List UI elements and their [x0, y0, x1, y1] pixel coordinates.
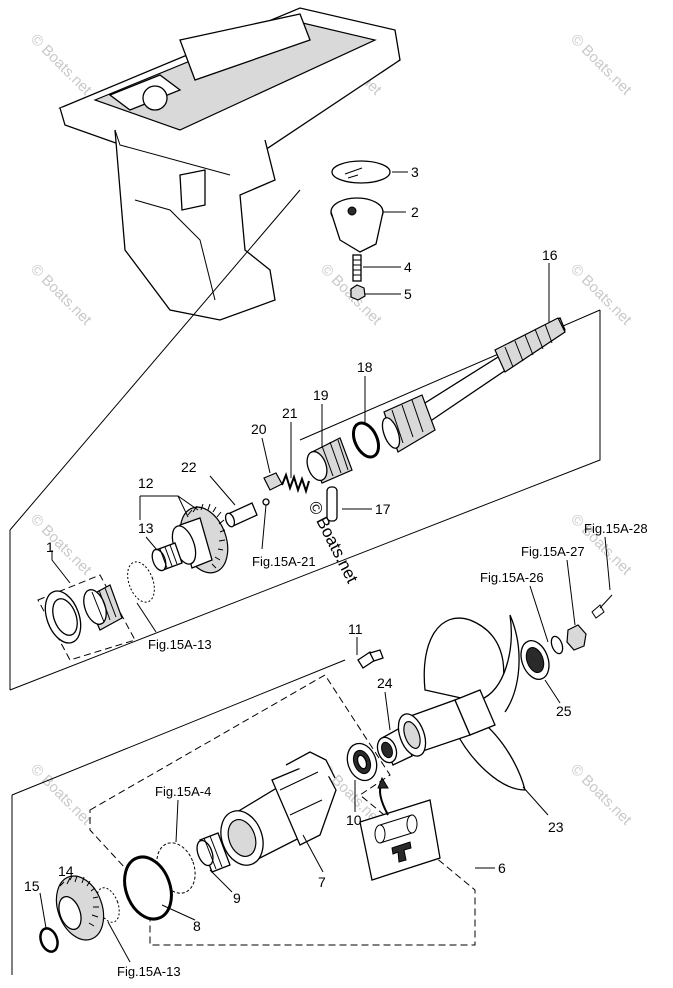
watermark: © Boats.net [27, 261, 95, 329]
figure-ref-label[interactable]: Fig.15A-28 [584, 521, 648, 536]
part-label[interactable]: 13 [138, 520, 154, 536]
part-13-needle-bearing [151, 542, 183, 572]
part-label[interactable]: 12 [138, 475, 154, 491]
shim-reference [156, 842, 196, 894]
assembly-outline [9, 189, 601, 691]
part-label[interactable]: 4 [404, 259, 412, 275]
part-2-anode [330, 197, 384, 253]
leader-lines [39, 171, 611, 963]
figure-ref-label[interactable]: Fig.15A-26 [480, 570, 544, 585]
figure-ref-label[interactable]: Fig.15A-13 [117, 964, 181, 979]
figure-ref-label[interactable]: Fig.15A-13 [148, 637, 212, 652]
part-1-group-box [37, 574, 136, 661]
part-5-nut [350, 284, 366, 301]
part-label[interactable]: 1 [46, 539, 54, 555]
part-label[interactable]: 19 [313, 387, 329, 403]
part-8-o-ring [123, 855, 173, 921]
part-20-pin [263, 472, 283, 491]
part-4-stud [352, 254, 362, 282]
part-label[interactable]: 18 [357, 359, 373, 375]
part-label[interactable]: 21 [282, 405, 298, 421]
part-label[interactable]: 15 [24, 878, 40, 894]
part-label[interactable]: 7 [318, 874, 326, 890]
part-label[interactable]: 8 [193, 918, 201, 934]
part-label[interactable]: 11 [348, 621, 363, 637]
washer-reference [550, 635, 564, 655]
watermark: © Boats.net [27, 31, 95, 99]
part-18-o-ring [351, 421, 381, 459]
part-14-reverse-gear [55, 875, 105, 941]
figure-ref-label[interactable]: Fig.15A-4 [155, 784, 211, 799]
part-label[interactable]: 14 [58, 863, 74, 879]
watermark: © Boats.net [567, 31, 635, 99]
part-16-propeller-shaft [381, 317, 566, 453]
part-label[interactable]: 3 [411, 164, 419, 180]
part-label[interactable]: 2 [411, 204, 419, 220]
part-label[interactable]: 24 [377, 675, 393, 691]
shim-ring-reference [127, 561, 155, 603]
part-label[interactable]: 17 [375, 501, 391, 517]
part-3-washer [331, 160, 391, 184]
part-19-dog-clutch [306, 437, 353, 484]
figure-reference-labels: Fig.15A-21 Fig.15A-13 Fig.15A-28 Fig.15A… [117, 521, 648, 979]
assembly-outline-lower [11, 659, 346, 975]
cotter-pin-reference [591, 594, 613, 619]
part-label[interactable]: 6 [498, 860, 506, 876]
part-7-bearing-housing [220, 751, 337, 866]
part-10-oil-seal [346, 742, 378, 782]
part-labels: 3 2 4 5 16 18 19 21 20 22 17 12 13 1 11 … [24, 164, 572, 934]
part-label[interactable]: 5 [404, 286, 412, 302]
part-15-thrust-washer [39, 927, 59, 953]
watermark: © Boats.net [27, 761, 95, 829]
part-label[interactable]: 10 [346, 812, 362, 828]
part-25-washer [520, 640, 550, 680]
part-23-propeller [397, 614, 526, 791]
figure-ref-label[interactable]: Fig.15A-27 [521, 544, 585, 559]
part-label[interactable]: 23 [548, 819, 564, 835]
part-9-needle-bearing [196, 832, 231, 873]
part-label[interactable]: 22 [181, 459, 197, 475]
shim-detail-inset [359, 776, 441, 881]
part-6-group-box [89, 674, 476, 946]
part-24-thrust-spacer [376, 727, 413, 766]
watermark: © Boats.net [567, 261, 635, 329]
part-17-cross-pin [326, 486, 338, 522]
part-12-forward-gear [171, 503, 229, 574]
nut-reference [566, 624, 587, 651]
part-11-bolt [357, 649, 384, 669]
part-label[interactable]: 20 [251, 421, 267, 437]
part-label[interactable]: 9 [233, 890, 241, 906]
part-label[interactable]: 25 [556, 703, 572, 719]
part-21-spring [281, 471, 310, 495]
watermark: © Boats.net [27, 511, 95, 579]
watermark: © Boats.net [567, 761, 635, 829]
figure-ref-label[interactable]: Fig.15A-21 [252, 554, 316, 569]
part-1-tapered-roller-bearing [44, 584, 123, 644]
part-label[interactable]: 16 [542, 247, 558, 263]
lower-unit-housing [58, 7, 401, 321]
